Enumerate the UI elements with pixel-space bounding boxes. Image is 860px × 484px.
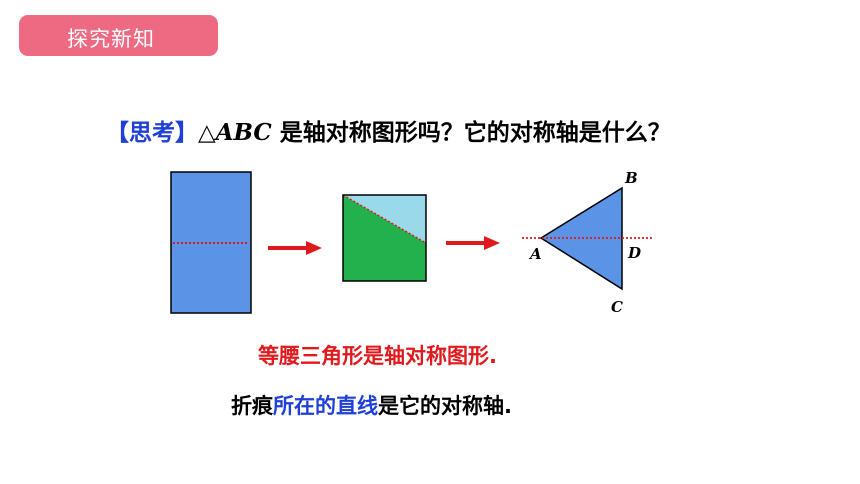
question-body: 是轴对称图形吗？它的对称轴是什么？ — [271, 120, 671, 146]
arrow-right-icon — [446, 236, 500, 250]
vertex-label-c: C — [611, 298, 623, 316]
question-text: 【思考】△ABC 是轴对称图形吗？它的对称轴是什么？ — [106, 113, 826, 147]
arrow-right-icon — [268, 241, 322, 255]
conclusion-line-highlight: 所在的直线 — [273, 394, 378, 418]
vertex-label-a: A — [528, 245, 542, 263]
section-label: 探究新知 — [67, 27, 155, 51]
conclusion-line-2: 折痕所在的直线是它的对称轴. — [231, 390, 512, 420]
vertex-label-d: D — [627, 244, 641, 262]
conclusion-fold-mark: 折痕 — [231, 394, 273, 418]
question-tag: 【思考】 — [106, 120, 198, 146]
conclusion-axis-text: 是它的对称轴. — [378, 394, 512, 418]
conclusion-line-1: 等腰三角形是轴对称图形. — [258, 344, 497, 368]
vertex-label-b: B — [624, 169, 638, 187]
triangle-name: ABC — [215, 119, 272, 146]
section-badge: 探究新知 — [19, 15, 218, 56]
triangle-symbol: △ — [198, 120, 216, 146]
folded-square — [342, 194, 427, 282]
triangle-abc — [522, 186, 654, 291]
